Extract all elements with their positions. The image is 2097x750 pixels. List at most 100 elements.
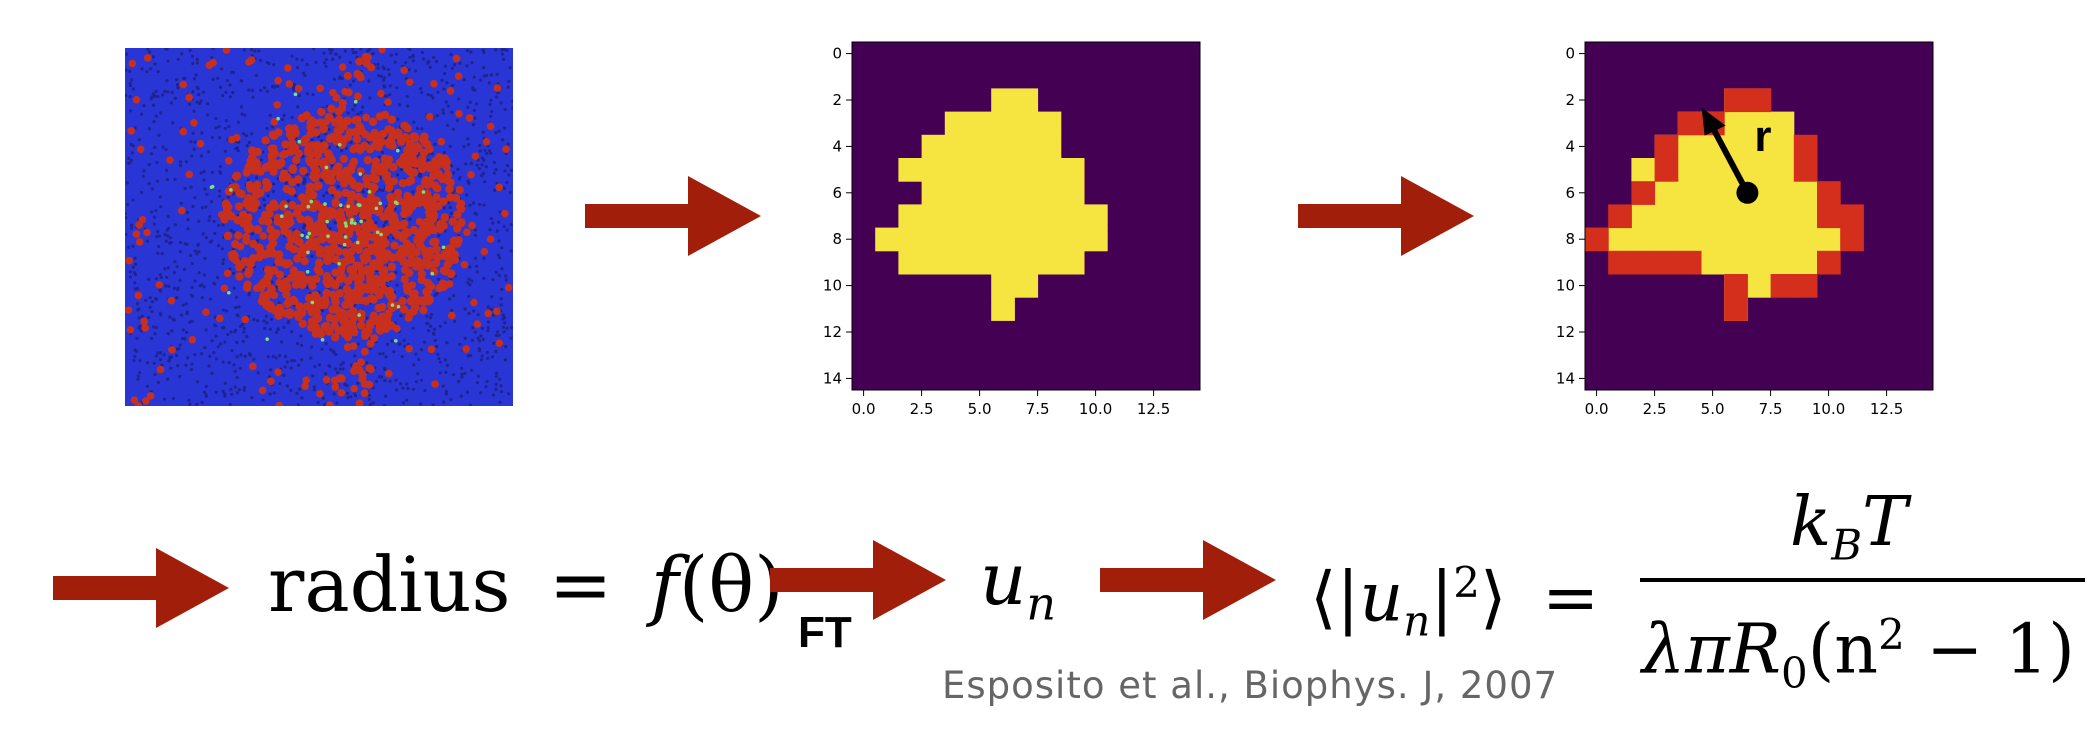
snapshot-particle [493,307,501,316]
snapshot-particle [200,131,204,135]
snapshot-particle [235,272,244,281]
snapshot-particle [141,174,146,178]
snapshot-particle [125,52,129,56]
snapshot-particle [314,314,322,323]
snapshot-particle [463,228,471,236]
snapshot-particle [403,191,412,201]
snapshot-particle [193,196,197,200]
snapshot-particle [242,48,246,52]
snapshot-particle [265,321,269,325]
snapshot-particle [219,67,224,71]
snapshot-particle [128,59,137,68]
snapshot-particle [267,158,276,167]
snapshot-particle [338,203,343,207]
snapshot-particle [168,315,172,319]
snapshot-particle [249,362,257,371]
snapshot-particle [436,277,441,281]
snapshot-particle [412,248,421,257]
snapshot-particle [231,172,241,181]
snapshot-particle [407,141,416,150]
snapshot-particle [331,198,340,207]
snapshot-particle [356,287,365,296]
snapshot-particle [154,297,159,301]
snapshot-particle [384,309,393,318]
snapshot-particle [129,109,133,113]
snapshot-particle [191,61,195,65]
snapshot-particle [231,271,236,275]
snapshot-particle [411,326,415,330]
snapshot-particle [284,204,288,209]
snapshot-particle [296,183,300,187]
snapshot-particle [427,345,436,354]
snapshot-particle [133,354,137,358]
snapshot-particle [486,320,491,324]
snapshot-particle [173,96,177,100]
snapshot-particle [473,211,477,215]
snapshot-particle [412,120,416,124]
snapshot-particle [489,216,493,221]
snapshot-particle [475,163,479,167]
snapshot-particle [312,274,321,284]
snapshot-particle [381,188,385,192]
snapshot-particle [131,144,136,148]
snapshot-particle [355,240,360,245]
snapshot-particle [223,340,227,344]
snapshot-particle [156,365,165,374]
snapshot-particle [214,324,218,328]
snapshot-particle [357,313,361,317]
snapshot-particle [499,297,503,301]
snapshot-particle [403,124,412,133]
snapshot-particle [387,115,396,124]
snapshot-particle [329,210,339,219]
snapshot-particle [384,355,388,359]
snapshot-particle [125,216,128,220]
snapshot-particle [468,283,472,287]
snapshot-particle [305,62,309,67]
snapshot-particle [197,102,202,106]
snapshot-particle [179,80,188,89]
snapshot-particle [285,360,289,364]
y-tick-label: 12 [823,323,842,341]
snapshot-particle [359,110,363,115]
snapshot-particle [501,325,505,329]
snapshot-particle [316,400,320,405]
snapshot-particle [279,214,284,219]
snapshot-particle [334,326,344,335]
snapshot-particle [208,240,212,244]
snapshot-particle [335,401,339,405]
snapshot-particle [478,202,482,206]
snapshot-particle [200,352,204,356]
snapshot-particle [494,371,498,375]
snapshot-particle [334,247,343,256]
snapshot-particle [266,225,275,234]
x-tick-label: 0.0 [1585,400,1609,418]
snapshot-particle [195,100,199,104]
snapshot-particle [229,387,233,392]
snapshot-particle [436,90,440,94]
snapshot-particle [476,313,480,317]
grid-boundary-cell [1585,227,1609,252]
snapshot-particle [220,247,225,251]
snapshot-particle [356,126,365,135]
snapshot-particle [312,171,321,180]
snapshot-particle [493,84,502,92]
snapshot-particle [176,286,180,290]
snapshot-particle [346,290,355,299]
snapshot-particle [406,386,410,391]
snapshot-particle [351,116,360,125]
snapshot-particle [149,67,153,71]
snapshot-particle [503,315,507,320]
snapshot-particle [491,313,496,317]
snapshot-particle [156,251,160,255]
snapshot-particle [354,50,358,55]
snapshot-particle [339,154,349,164]
x-tick-label: 12.5 [1137,400,1170,418]
snapshot-particle [497,239,501,243]
snapshot-particle [293,92,298,97]
snapshot-particle [322,194,326,198]
snapshot-particle [202,273,207,277]
snapshot-particle [128,69,132,74]
snapshot-particle [233,385,237,389]
snapshot-particle [266,355,270,359]
snapshot-particle [486,122,495,131]
